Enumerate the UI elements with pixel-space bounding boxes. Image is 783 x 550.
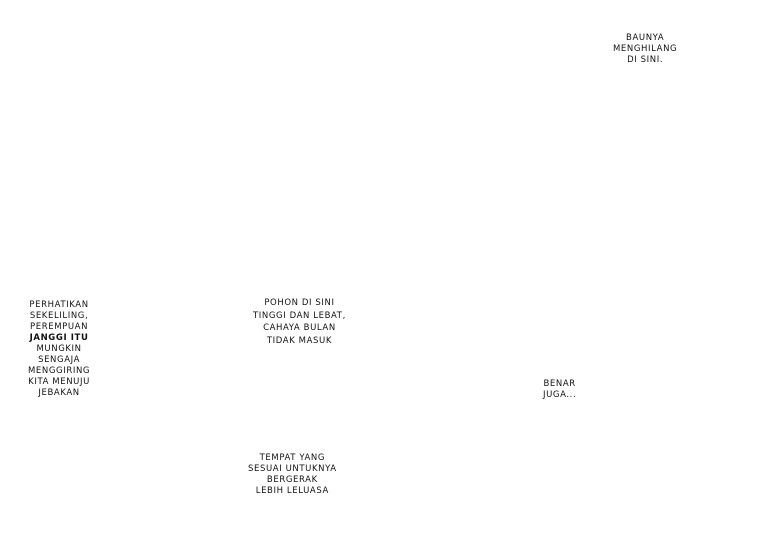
caption-line: BENAR (543, 379, 576, 389)
caption-line: BERGERAK (266, 475, 318, 485)
caption-warning: PERHATIKAN SEKELILING, PEREMPUAN JANGGI … (28, 300, 90, 399)
caption-line: MENGGIRING (28, 366, 91, 376)
caption-line: TEMPAT YANG (259, 453, 326, 463)
caption-line: PERHATIKAN (29, 300, 89, 310)
caption-place: TEMPAT YANG SESUAI UNTUKNYA BERGERAK LEB… (248, 453, 337, 497)
caption-line: BAUNYA (626, 33, 665, 43)
caption-line: JUGA... (543, 390, 577, 400)
caption-line: TIDAK MASUK (266, 335, 333, 346)
caption-line: KITA MENUJU (28, 377, 90, 387)
caption-line: POHON DI SINI (264, 298, 335, 308)
caption-line: SESUAI UNTUKNYA (248, 464, 337, 474)
caption-line: TINGGI DAN LEBAT, (253, 310, 346, 321)
caption-line: CAHAYA BULAN (263, 323, 336, 333)
caption-line: MENGHILANG (613, 44, 678, 54)
caption-line: SEKELILING, (29, 311, 89, 321)
caption-line: JANGGI ITU (29, 333, 89, 343)
caption-scent: BAUNYA MENGHILANG DI SINI. (613, 33, 677, 66)
caption-line: SENGAJA (38, 355, 80, 365)
caption-line: DI SINI. (627, 55, 664, 65)
caption-line: LEBIH LELUASA (255, 486, 329, 496)
caption-trees: POHON DI SINI TINGGI DAN LEBAT, CAHAYA B… (253, 297, 346, 347)
caption-line: JEBAKAN (38, 388, 80, 398)
caption-line: PEREMPUAN (30, 322, 89, 332)
caption-agree: BENAR JUGA... (543, 379, 576, 401)
caption-line: MUNGKIN (36, 344, 82, 354)
